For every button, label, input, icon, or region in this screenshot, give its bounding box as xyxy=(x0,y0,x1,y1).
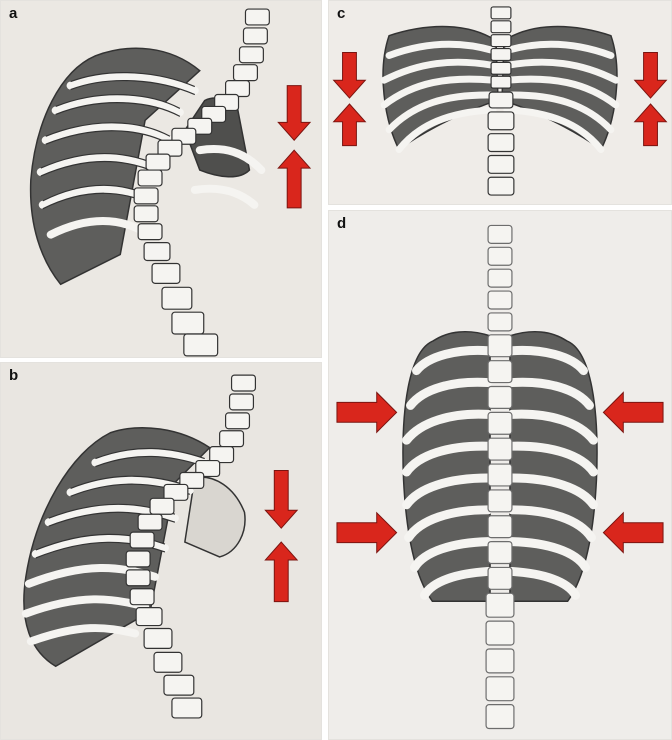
spine xyxy=(485,224,515,730)
spine xyxy=(487,6,515,196)
spine xyxy=(125,374,257,719)
arrow-down-icon xyxy=(332,51,367,99)
arrow-right-icon xyxy=(336,511,398,554)
panel-a: a xyxy=(0,0,322,358)
panel-label: b xyxy=(9,367,19,384)
panel-b: b xyxy=(0,362,322,740)
arrow-up-icon xyxy=(633,103,668,147)
arrow-up-icon xyxy=(264,541,299,603)
arrow-down-icon xyxy=(264,470,299,529)
panel-label: a xyxy=(9,5,18,22)
rib-cage-lateral-illustration xyxy=(29,8,312,357)
panel-label: c xyxy=(337,5,346,22)
arrow-up-icon xyxy=(277,149,312,209)
panel-c: c xyxy=(328,0,672,205)
arrow-left-icon xyxy=(602,391,664,434)
arrow-up-icon xyxy=(332,103,367,147)
rib-cage-frontal-illustration xyxy=(336,224,664,730)
rib-cage-lateral-illustration xyxy=(21,374,299,719)
ribs xyxy=(402,345,598,600)
spine xyxy=(133,8,270,357)
arrow-down-icon xyxy=(277,85,312,141)
arrow-left-icon xyxy=(602,511,664,554)
diaphragm-outline xyxy=(184,476,246,558)
rib-cage-frontal-flattened-illustration xyxy=(332,6,668,196)
ribs xyxy=(380,40,620,154)
panel-label: d xyxy=(337,215,347,232)
arrow-down-icon xyxy=(633,51,668,99)
panel-d: d xyxy=(328,210,672,740)
arrow-right-icon xyxy=(336,391,398,434)
